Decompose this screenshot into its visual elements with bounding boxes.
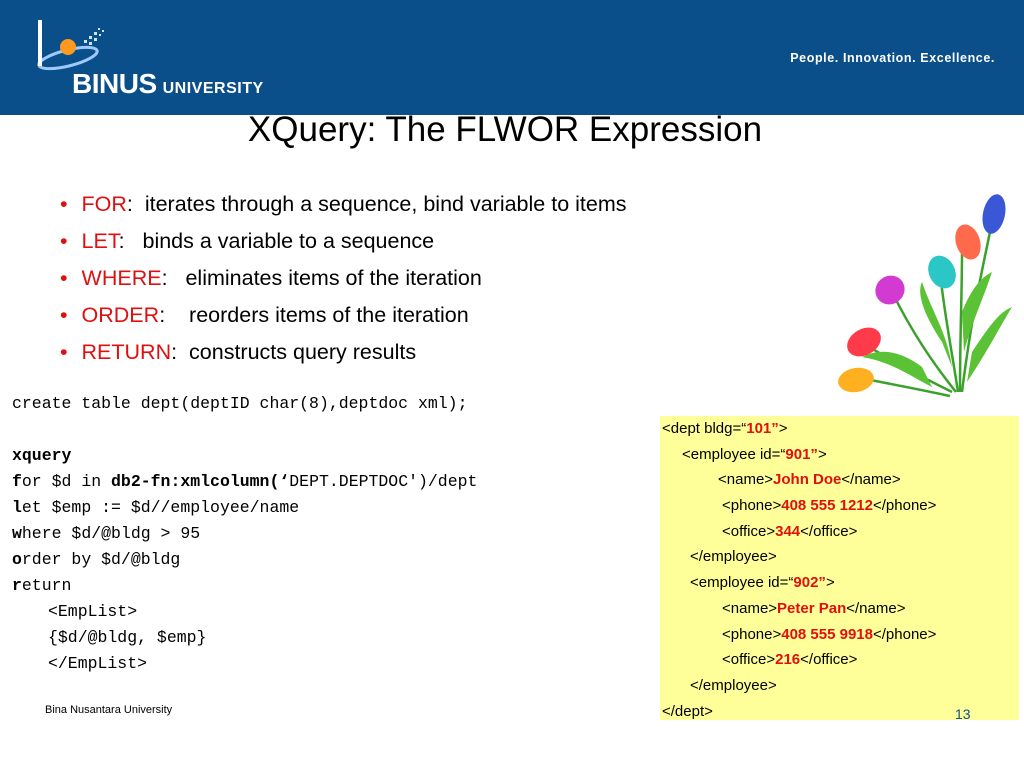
employee-phone-value: 408 555 1212 bbox=[781, 497, 873, 515]
xml-tag: </name> bbox=[841, 471, 901, 489]
xml-tag: <phone> bbox=[722, 497, 782, 515]
slide-title: XQuery: The FLWOR Expression bbox=[247, 110, 763, 149]
xml-office: <office>216</office> bbox=[662, 649, 936, 675]
where-clause: here $d/@bldg > 95 bbox=[21, 524, 201, 543]
xml-tag: </office> bbox=[800, 522, 858, 540]
bullet-text: : constructs query results bbox=[171, 340, 417, 364]
xml-phone: <phone>408 555 9918</phone> bbox=[662, 624, 936, 650]
bullet-item: • RETURN: constructs query results bbox=[60, 336, 627, 373]
bullet-text: : binds a variable to a sequence bbox=[118, 229, 435, 253]
let-clause: et $emp := $d//employee/name bbox=[21, 498, 300, 517]
xml-dept-close: </dept> bbox=[662, 702, 713, 720]
code-line-for: for $d in db2-fn:xmlcolumn(‘DEPT.DEPTDOC… bbox=[12, 470, 477, 496]
bullet-dot-icon: • bbox=[60, 192, 68, 216]
bullet-item: • FOR: iterates through a sequence, bind … bbox=[60, 188, 627, 225]
logo-suffix: UNIVERSITY bbox=[162, 80, 264, 97]
employee-id-value: 902” bbox=[793, 574, 826, 592]
order-initial: o bbox=[12, 550, 22, 569]
tulip-bouquet-icon bbox=[838, 194, 1012, 398]
code-line-where: where $d/@bldg > 95 bbox=[12, 522, 477, 548]
code-line-create: create table dept(deptID char(8),deptdoc… bbox=[12, 394, 468, 413]
code-line-emplist-close: </EmpList> bbox=[48, 654, 148, 673]
code-line-let: let $emp := $d//employee/name bbox=[12, 496, 477, 522]
code-line-order: order by $d/@bldg bbox=[12, 548, 477, 574]
tagline: People. Innovation. Excellence. bbox=[790, 51, 995, 65]
bullet-keyword: RETURN bbox=[81, 340, 172, 364]
xml-tag: <office> bbox=[722, 651, 776, 669]
xmlcolumn-function: db2-fn:xmlcolumn bbox=[111, 472, 270, 491]
sql-code-block: create table dept(deptID char(8),deptdoc… bbox=[12, 392, 477, 678]
bullet-item: • LET: binds a variable to a sequence bbox=[60, 225, 627, 262]
employee-office-value: 216 bbox=[775, 651, 801, 669]
xml-employee-close: </employee> bbox=[690, 676, 777, 694]
return-initial: r bbox=[12, 576, 22, 595]
let-initial: l bbox=[12, 498, 22, 517]
employee-office-value: 344 bbox=[775, 522, 801, 540]
xml-tag: > bbox=[817, 445, 827, 463]
xml-office: <office>344</office> bbox=[662, 521, 936, 547]
xml-employee-open: <employee id=“902”> bbox=[662, 572, 936, 598]
page-number: 13 bbox=[955, 706, 971, 722]
for-clause: or $d in bbox=[21, 472, 112, 491]
for-quote: (‘ bbox=[269, 472, 290, 491]
return-clause: eturn bbox=[21, 576, 72, 595]
xml-name: <name>John Doe</name> bbox=[662, 469, 936, 495]
code-line-xquery: xquery bbox=[12, 444, 477, 470]
xml-dept-open: <dept bldg=“101”> bbox=[662, 418, 936, 444]
code-line-emplist-open: <EmpList> bbox=[48, 602, 138, 621]
bullet-keyword: ORDER bbox=[81, 303, 160, 327]
xml-tag: <phone> bbox=[722, 625, 782, 643]
bullet-dot-icon: • bbox=[60, 340, 68, 364]
bullet-dot-icon: • bbox=[60, 303, 68, 327]
xml-tag: > bbox=[778, 420, 788, 437]
xml-tag: <office> bbox=[722, 522, 776, 540]
xml-tag: <name> bbox=[722, 599, 778, 617]
bullet-item: • ORDER: reorders items of the iteration bbox=[60, 299, 627, 336]
xml-tag: <dept bldg=“ bbox=[662, 420, 747, 437]
bullet-item: • WHERE: eliminates items of the iteratio… bbox=[60, 262, 627, 299]
bullet-dot-icon: • bbox=[60, 266, 68, 290]
dept-bldg-value: 101” bbox=[746, 420, 779, 437]
xml-employee-close: </employee> bbox=[690, 548, 777, 566]
bullet-keyword: FOR bbox=[81, 192, 127, 216]
xml-example: <dept bldg=“101”> <employee id=“901”> <n… bbox=[662, 418, 936, 726]
xml-employee-open: <employee id=“901”> bbox=[662, 444, 936, 470]
binus-logo-icon bbox=[37, 20, 104, 71]
bullet-dot-icon: • bbox=[60, 229, 68, 253]
for-initial: f bbox=[12, 472, 22, 491]
xml-tag: > bbox=[825, 574, 835, 592]
xml-tag: <employee id=“ bbox=[690, 574, 794, 592]
bullet-keyword: LET bbox=[81, 229, 119, 253]
header-bar: BINUS UNIVERSITY People. Innovation. Exce… bbox=[0, 0, 1024, 115]
xml-tag: <name> bbox=[718, 471, 774, 489]
xquery-keyword: xquery bbox=[12, 446, 72, 465]
where-initial: w bbox=[12, 524, 22, 543]
xml-example-box bbox=[660, 416, 1019, 720]
xml-name: <name>Peter Pan</name> bbox=[662, 598, 936, 624]
bullet-text: : eliminates items of the iteration bbox=[161, 266, 482, 290]
bullet-list: • FOR: iterates through a sequence, bind … bbox=[60, 188, 627, 373]
bullet-keyword: WHERE bbox=[81, 266, 162, 290]
employee-id-value: 901” bbox=[785, 445, 818, 463]
xml-tag: </phone> bbox=[873, 497, 937, 515]
code-blank-line bbox=[12, 418, 477, 444]
xml-tag: </office> bbox=[800, 651, 858, 669]
for-path: DEPT.DEPTDOC')/dept bbox=[289, 472, 478, 491]
employee-phone-value: 408 555 9918 bbox=[781, 625, 873, 643]
bullet-text: : iterates through a sequence, bind vari… bbox=[126, 192, 627, 216]
order-clause: rder by $d/@bldg bbox=[21, 550, 181, 569]
xml-tag: <employee id=“ bbox=[682, 445, 786, 463]
code-line-return: return bbox=[12, 574, 477, 600]
xml-phone: <phone>408 555 1212</phone> bbox=[662, 495, 936, 521]
footer-text: Bina Nusantara University bbox=[45, 704, 173, 716]
xml-tag: </name> bbox=[846, 599, 906, 617]
logo-wordmark: BINUS UNIVERSITY bbox=[72, 68, 264, 100]
employee-name-value: John Doe bbox=[773, 471, 842, 489]
bullet-text: : reorders items of the iteration bbox=[159, 303, 469, 327]
xml-tag: </phone> bbox=[873, 625, 937, 643]
employee-name-value: Peter Pan bbox=[777, 599, 847, 617]
logo-name: BINUS bbox=[72, 68, 157, 99]
code-line-emplist-body: {$d/@bldg, $emp} bbox=[48, 628, 207, 647]
